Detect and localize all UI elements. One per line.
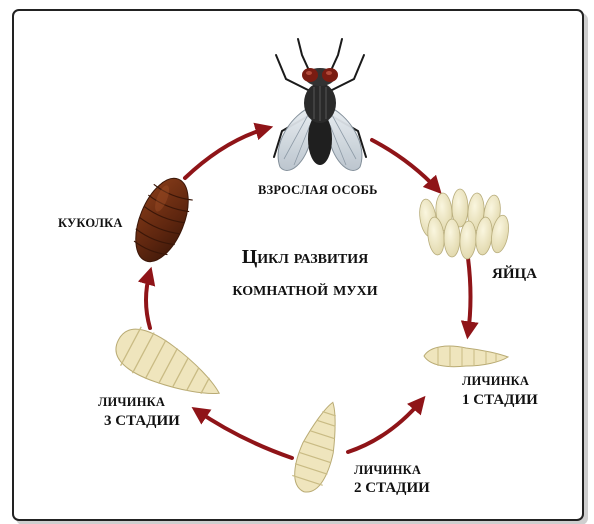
- larva-stage2-icon: [288, 397, 349, 497]
- arrow-eggs-to-larva1: [468, 258, 471, 334]
- label-adult: ВЗРОСЛАЯ ОСОБЬ: [258, 183, 378, 198]
- eggs-icon: [417, 189, 511, 259]
- label-larva2-word: ЛИЧИНКА: [354, 463, 421, 478]
- larva-stage1-icon: [424, 346, 508, 367]
- label-pupa: КУКОЛКА: [58, 216, 123, 231]
- label-larva3-word: ЛИЧИНКА: [98, 395, 165, 410]
- arrow-larva2-to-larva1: [348, 400, 422, 452]
- arrow-pupa-to-adult: [185, 128, 268, 178]
- diagram-title-line1: Цикл развития: [205, 242, 405, 272]
- pupa-icon: [125, 171, 199, 269]
- diagram-title-line2: комнатной мухи: [205, 274, 405, 304]
- arrow-larva3-to-pupa: [146, 272, 150, 328]
- label-larva1-word: ЛИЧИНКА: [462, 374, 529, 389]
- label-eggs: ЯЙЦА: [492, 266, 537, 283]
- arrow-adult-to-eggs: [372, 140, 438, 190]
- adult-fly-icon: [274, 39, 366, 170]
- label-larva2-stage: 2 СТАДИИ: [354, 480, 430, 497]
- arrow-larva2-to-larva3: [196, 410, 292, 458]
- label-larva3-stage: 3 СТАДИИ: [104, 413, 180, 430]
- label-larva1-stage: 1 СТАДИИ: [462, 392, 538, 409]
